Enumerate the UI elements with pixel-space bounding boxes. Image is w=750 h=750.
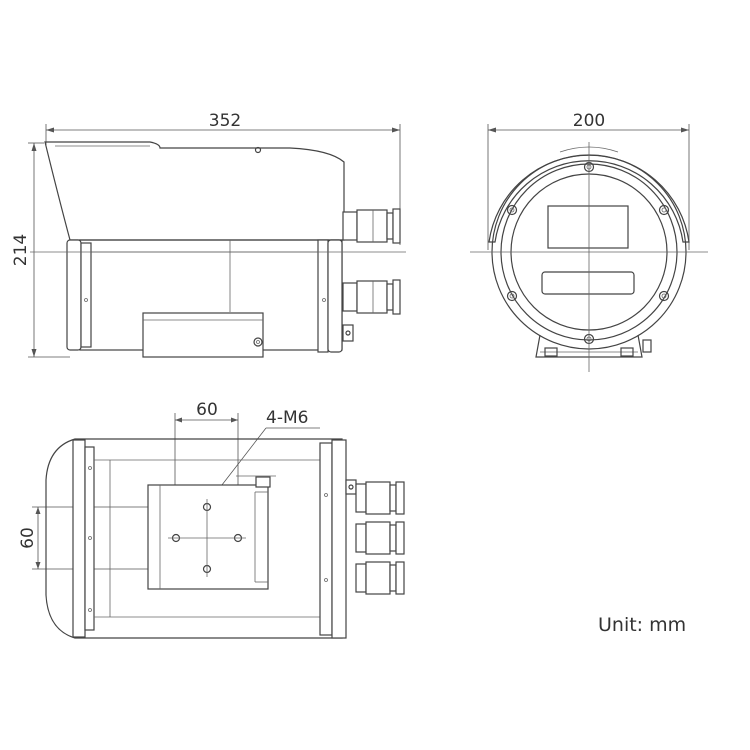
thread-callout-label: 4-M6 [266,408,308,428]
unit-label: Unit: mm [598,614,686,636]
bottom-view: 60 4-M6 60 [18,400,405,639]
cable-gland-lower [342,279,401,315]
cable-gland-upper [342,208,401,244]
mount-plate [147,484,269,590]
front-view: 200 [470,111,708,372]
dimension-height-label: 214 [11,234,31,266]
bottom-housing [45,438,343,639]
dimension-hole-spacing-y-label: 60 [18,527,38,549]
lens-window [547,205,629,249]
bottom-cable-glands [345,479,405,595]
front-screws [506,161,670,345]
illuminator-window [541,271,635,295]
dimension-length-label: 352 [209,111,241,131]
dimension-diameter-label: 200 [573,111,605,131]
dimension-hole-spacing-y: 60 [18,506,208,570]
dimension-hole-spacing-x-label: 60 [196,400,218,420]
dimension-length: 352 [45,111,401,245]
dimension-diameter: 200 [487,111,690,250]
dimension-height: 214 [11,142,70,358]
side-view: 352 214 [11,111,406,358]
sunshield-hood [44,141,345,241]
